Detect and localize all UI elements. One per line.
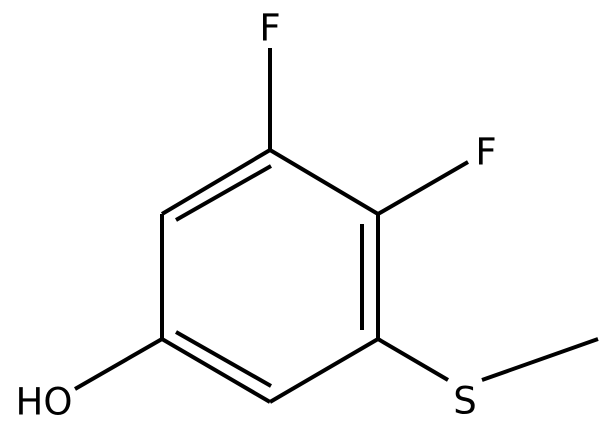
bond-c3-sulfur — [376, 337, 450, 382]
bond-c5-hydroxyl — [74, 337, 163, 391]
double-bond-inner-c4-c5 — [175, 330, 272, 388]
bond-c4-c5 — [160, 337, 272, 404]
bond-c2-fluorine-right — [376, 160, 470, 216]
fluorine-right-label: F — [475, 131, 496, 174]
bond-c3-c4 — [268, 337, 380, 404]
bond-c6-c1 — [160, 148, 272, 216]
bonds — [74, 48, 599, 404]
bond-sulfur-methyl — [481, 337, 599, 382]
fluorine-top-label: F — [259, 7, 280, 50]
atom-labels: F F HO S — [16, 7, 497, 424]
double-bond-inner-c6-c1 — [175, 164, 272, 222]
hydroxyl-label: HO — [16, 381, 73, 424]
bond-c1-c2 — [268, 148, 380, 216]
sulfur-label: S — [453, 380, 477, 423]
